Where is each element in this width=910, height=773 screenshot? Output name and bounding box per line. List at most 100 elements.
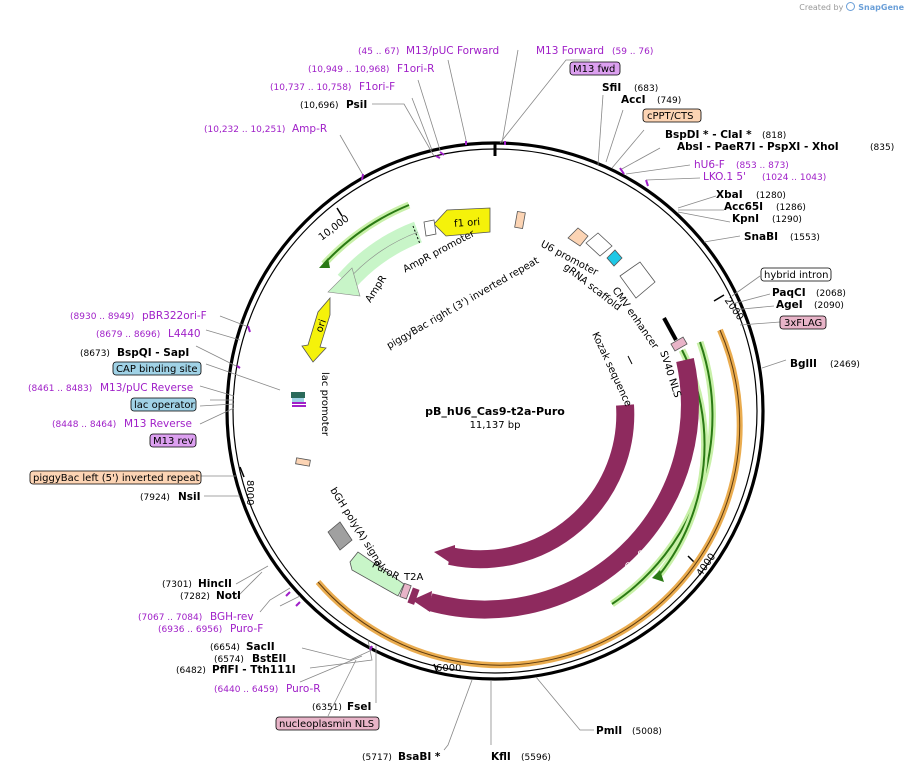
svg-text:piggyBac left (5') inverted re: piggyBac left (5') inverted repeat bbox=[33, 473, 199, 484]
primer-ampr: Amp-R bbox=[292, 123, 327, 135]
primer-m13puc-rev: M13/pUC Reverse bbox=[100, 382, 193, 394]
svg-text:3xFLAG: 3xFLAG bbox=[784, 318, 822, 329]
primer-m13puc-rev-pos: (8461 .. 8483) bbox=[28, 384, 92, 394]
primer-hu6-f-pos: (853 .. 873) bbox=[736, 161, 789, 171]
primer-labels: (45 .. 67) M13/pUC Forward M13 Forward (… bbox=[28, 45, 826, 695]
credit-prefix: Created by bbox=[799, 3, 844, 12]
cas9-inner-arrow bbox=[434, 404, 635, 569]
enzyme-pflfi-tth111i-pos: (6482) bbox=[176, 666, 206, 676]
enzyme-bspqi-sapi: BspQI - SapI bbox=[117, 347, 189, 359]
enzyme-psii-pos: (10,696) bbox=[300, 101, 339, 111]
enzyme-fsei: FseI bbox=[347, 701, 371, 713]
primer-hu6-f: hU6-F bbox=[694, 159, 725, 171]
enzyme-xbai-pos: (1280) bbox=[756, 191, 786, 201]
outer-orange-arc bbox=[315, 328, 743, 669]
tick-6000: 6000 bbox=[436, 663, 461, 674]
svg-text:M13 rev: M13 rev bbox=[153, 436, 194, 447]
box-lac-operator: lac operator bbox=[130, 397, 197, 412]
enzyme-paqci-pos: (2068) bbox=[816, 289, 846, 299]
enzyme-xbai: XbaI bbox=[716, 189, 743, 201]
primer-l4440-pos: (8679 .. 8696) bbox=[96, 330, 160, 340]
primer-pbr322ori-f-pos: (8930 .. 8949) bbox=[70, 312, 134, 322]
tick-8000: 8000 bbox=[244, 480, 255, 505]
grna-scaffold-feature bbox=[606, 249, 623, 267]
enzyme-acc65i: Acc65I bbox=[724, 201, 763, 213]
enzyme-absi-xhoi-pos: (835) bbox=[870, 143, 894, 153]
f1-ori-arrow bbox=[433, 207, 491, 237]
svg-text:M13 fwd: M13 fwd bbox=[573, 64, 615, 75]
enzyme-kfli-pos: (5596) bbox=[521, 753, 551, 763]
upper-left-green-arc bbox=[319, 201, 411, 268]
box-hybrid-intron: hybrid intron bbox=[760, 267, 832, 282]
t2a-feature bbox=[399, 582, 420, 605]
enzyme-pmli: PmlI bbox=[596, 725, 622, 737]
plasmid-length: 11,137 bp bbox=[470, 420, 521, 431]
enzyme-nsii: NsiI bbox=[178, 491, 201, 503]
enzyme-sacii-pos: (6654) bbox=[210, 643, 240, 653]
kozak-sequence-label: Kozak sequence bbox=[589, 331, 633, 409]
enzyme-hincii: HincII bbox=[198, 578, 232, 590]
enzyme-pmli-pos: (5008) bbox=[632, 727, 662, 737]
enzyme-hincii-pos: (7301) bbox=[162, 580, 192, 590]
puror-arrow bbox=[349, 551, 405, 597]
hybrid-intron-bar bbox=[662, 317, 678, 341]
credit-brand: SnapGene bbox=[858, 3, 904, 12]
primer-m13-rev-pos: (8448 .. 8464) bbox=[52, 420, 116, 430]
enzyme-sfii: SfiI bbox=[602, 82, 621, 94]
ori-arrow bbox=[301, 296, 331, 363]
box-3xflag: 3xFLAG bbox=[779, 315, 827, 330]
enzyme-bspdi-clai: BspDI * - ClaI * bbox=[665, 129, 752, 141]
box-cap-binding: CAP binding site bbox=[112, 361, 202, 376]
primer-puro-r: Puro-R bbox=[286, 683, 321, 695]
primer-m13-fwd: M13 Forward bbox=[536, 45, 604, 57]
sv40-nls-feature bbox=[670, 336, 688, 352]
primer-marks bbox=[236, 141, 649, 651]
enzyme-absi-xhoi: AbsI - PaeR7I - PspXI - XhoI bbox=[677, 141, 839, 153]
t2a-label: T2A bbox=[403, 572, 423, 583]
svg-text:nucleoplasmin NLS: nucleoplasmin NLS bbox=[279, 719, 374, 730]
ampr-label: AmpR bbox=[364, 274, 390, 305]
box-piggybac-left: piggyBac left (5') inverted repeat bbox=[29, 470, 202, 485]
kozak-mark bbox=[627, 355, 633, 365]
primer-bgh-rev: BGH-rev bbox=[210, 611, 254, 623]
enzyme-sfii-pos: (683) bbox=[634, 84, 658, 94]
cas9-outer-arrow bbox=[412, 358, 699, 619]
primer-m13puc-fwd-pos: (45 .. 67) bbox=[358, 47, 399, 57]
enzyme-acc65i-pos: (1286) bbox=[776, 203, 806, 213]
primer-ampr-pos: (10,232 .. 10,251) bbox=[204, 125, 285, 135]
tick-marks bbox=[239, 207, 725, 673]
leader-lines bbox=[195, 49, 787, 751]
enzyme-kpni-pos: (1290) bbox=[772, 215, 802, 225]
primer-m13puc-fwd: M13/pUC Forward bbox=[406, 45, 499, 57]
enzyme-snabi-pos: (1553) bbox=[790, 233, 820, 243]
enzyme-kfli: KflI bbox=[491, 751, 511, 763]
enzyme-fsei-pos: (6351) bbox=[312, 703, 342, 713]
ori-label: ori bbox=[314, 318, 329, 334]
enzyme-acci: AccI bbox=[621, 94, 645, 106]
primer-puro-f-pos: (6936 .. 6956) bbox=[158, 625, 222, 635]
primer-lko1: LKO.1 5' bbox=[703, 171, 746, 183]
enzyme-bsteii-pos: (6574) bbox=[214, 655, 244, 665]
lac-promoter-label: lac promoter bbox=[319, 372, 330, 437]
piggybac-right-feature bbox=[514, 210, 526, 230]
primer-m13-fwd-pos: (59 .. 76) bbox=[612, 47, 653, 57]
primer-m13-rev: M13 Reverse bbox=[124, 418, 192, 430]
primer-lko1-pos: (1024 .. 1043) bbox=[762, 173, 826, 183]
box-cppt-cts: cPPT/CTS bbox=[642, 108, 702, 123]
primer-f1ori-r-pos: (10,949 .. 10,968) bbox=[308, 65, 389, 75]
primer-f1ori-f: F1ori-F bbox=[359, 81, 395, 93]
primer-bgh-rev-pos: (7067 .. 7084) bbox=[138, 613, 202, 623]
primer-f1ori-r: F1ori-R bbox=[397, 63, 434, 75]
bgh-polya-feature bbox=[327, 521, 353, 551]
snapgene-credit: Created by SnapGene bbox=[799, 2, 904, 12]
enzyme-bsteii: BstEII bbox=[252, 653, 286, 665]
enzyme-paqci: PaqCI bbox=[772, 287, 806, 299]
enzyme-agei-pos: (2090) bbox=[814, 301, 844, 311]
primer-puro-r-pos: (6440 .. 6459) bbox=[214, 685, 278, 695]
enzyme-bspdi-clai-pos: (818) bbox=[762, 131, 786, 141]
cmv-enhancer-feature bbox=[619, 261, 656, 299]
enzyme-noti-pos: (7282) bbox=[180, 592, 210, 602]
piggybac-left-feature bbox=[295, 457, 311, 467]
